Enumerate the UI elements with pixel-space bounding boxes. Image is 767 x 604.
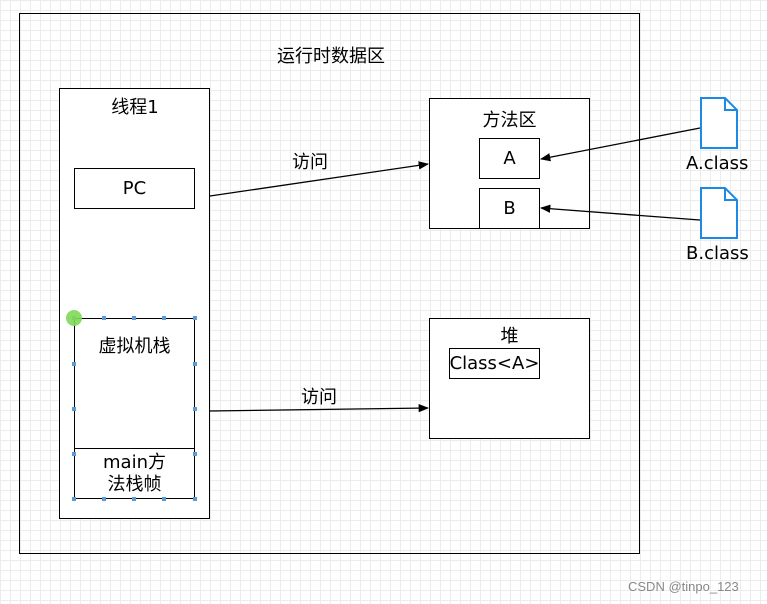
main-stack-frame-label: main方 法栈帧 [103,452,166,495]
watermark: CSDN @tinpo_123 [628,579,739,594]
b-class-file-icon[interactable] [700,187,738,239]
arrow-vm-stack-to-heap[interactable] [209,403,430,413]
thread-title: 线程1 [111,97,159,118]
rotation-handle[interactable] [66,310,82,326]
class-object-label: Class<A> [449,353,540,374]
pc-label: PC [122,178,147,199]
heap-title: 堆 [500,326,519,347]
arrow-a-class-file-to-a[interactable] [539,127,701,162]
class-b-label: B [503,198,516,219]
thread-box [59,88,210,519]
class-b-box[interactable]: B [479,188,540,229]
arrow-pc-to-method-area[interactable] [209,161,430,197]
method-area-title: 方法区 [482,110,537,131]
main-stack-frame-box[interactable]: main方 法栈帧 [74,448,195,499]
a-class-file-icon[interactable] [700,97,738,149]
arrow-b-class-file-to-b[interactable] [539,204,701,221]
a-class-file-label: A.class [686,153,749,174]
class-object-box[interactable]: Class<A> [449,348,540,379]
runtime-data-area [19,13,640,554]
class-a-box[interactable]: A [479,138,540,179]
class-a-label: A [503,148,516,169]
runtime-data-area-title: 运行时数据区 [277,46,385,67]
edge-label-access-heap: 访问 [301,387,337,408]
edge-label-access-method-area: 访问 [292,152,328,173]
b-class-file-label: B.class [686,243,749,264]
pc-register-box[interactable]: PC [74,168,195,209]
vm-stack-label: 虚拟机栈 [98,336,171,357]
